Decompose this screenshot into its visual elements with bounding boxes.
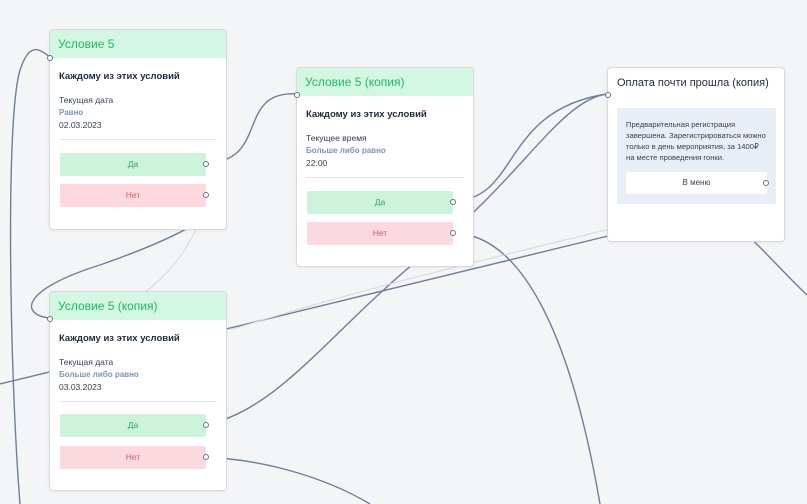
edge-cond2-yes-to-message xyxy=(451,93,608,202)
input-port[interactable] xyxy=(294,92,300,98)
edge-left-to-cond1 xyxy=(9,48,51,504)
yes-button[interactable]: Да xyxy=(60,153,206,176)
yes-button[interactable]: Да xyxy=(60,414,206,437)
condition-field: Текущее время xyxy=(306,133,367,143)
message-text: Предварительная регистрация завершена. З… xyxy=(626,120,766,162)
condition-node-1[interactable]: Условие 5 Каждому из этих условий Текуща… xyxy=(47,29,227,230)
no-button[interactable]: Нет xyxy=(60,446,206,469)
condition-type: Каждому из этих условий xyxy=(59,333,180,344)
condition-type: Каждому из этих условий xyxy=(59,71,180,82)
yes-output-port[interactable] xyxy=(203,161,209,167)
no-button[interactable]: Нет xyxy=(307,222,453,245)
condition-node-3[interactable]: Условие 5 (копия) Каждому из этих услови… xyxy=(47,291,227,491)
condition-node-2[interactable]: Условие 5 (копия) Каждому из этих услови… xyxy=(294,67,474,267)
edge-cond2-no-down xyxy=(451,232,601,504)
condition-operator: Больше либо равно xyxy=(59,370,139,379)
menu-output-port[interactable] xyxy=(763,180,769,186)
node-title: Условие 5 xyxy=(50,30,226,58)
condition-value: 03.03.2023 xyxy=(59,382,102,392)
condition-operator: Равно xyxy=(59,108,84,117)
divider xyxy=(59,401,217,402)
input-port[interactable] xyxy=(47,316,53,322)
node-title: Оплата почти прошла (копия) xyxy=(617,77,769,89)
condition-operator: Больше либо равно xyxy=(306,146,386,155)
message-node[interactable]: Оплата почти прошла (копия) Предваритель… xyxy=(605,67,785,242)
menu-button[interactable]: В меню xyxy=(626,172,767,194)
node-title: Условие 5 (копия) xyxy=(297,68,473,96)
yes-button[interactable]: Да xyxy=(307,191,453,214)
divider xyxy=(306,177,464,178)
no-output-port[interactable] xyxy=(450,230,456,236)
condition-field: Текущая дата xyxy=(59,95,114,105)
yes-output-port[interactable] xyxy=(203,422,209,428)
condition-value: 02.03.2023 xyxy=(59,120,102,130)
input-port[interactable] xyxy=(605,92,611,98)
no-button[interactable]: Нет xyxy=(60,184,206,207)
condition-value: 22:00 xyxy=(306,158,328,168)
input-port[interactable] xyxy=(47,55,53,61)
yes-output-port[interactable] xyxy=(450,199,456,205)
condition-field: Текущая дата xyxy=(59,357,114,367)
edge-cond3-no-down xyxy=(204,456,371,504)
node-title: Условие 5 (копия) xyxy=(50,292,226,320)
no-output-port[interactable] xyxy=(203,454,209,460)
message-box: Предварительная регистрация завершена. З… xyxy=(617,108,776,204)
divider xyxy=(59,139,217,140)
condition-type: Каждому из этих условий xyxy=(306,109,427,120)
no-output-port[interactable] xyxy=(203,192,209,198)
